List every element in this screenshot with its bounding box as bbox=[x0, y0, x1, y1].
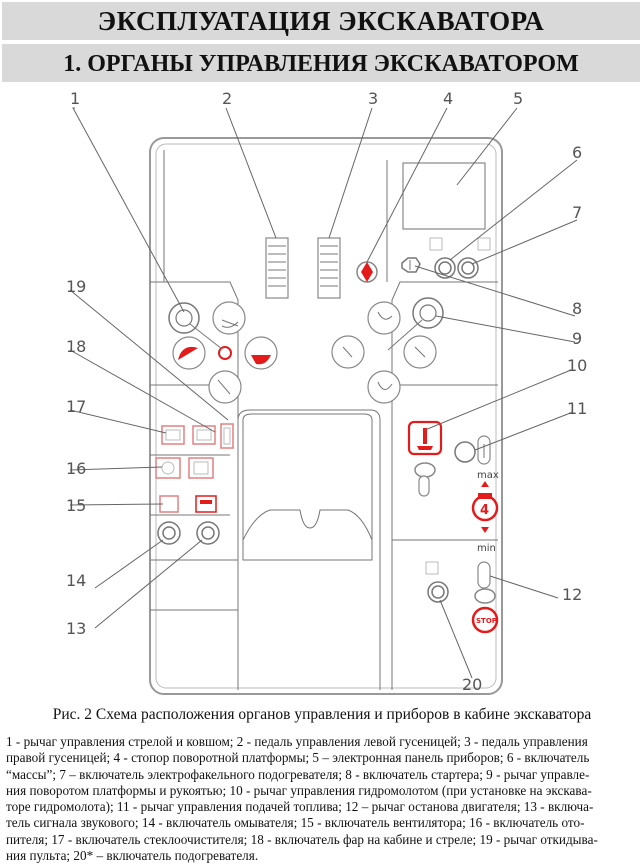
console-tilt-lever[interactable] bbox=[220, 423, 234, 449]
figure-legend: 1 - рычаг управления стрелой и ковшом; 2… bbox=[6, 734, 636, 864]
electronic-display bbox=[402, 162, 486, 230]
legend-line: пителя; 17 - включатель стеклоочистителя… bbox=[6, 831, 598, 847]
callout-3: 3 bbox=[368, 89, 378, 108]
washer-switch[interactable] bbox=[157, 521, 181, 545]
boom-up-icon bbox=[212, 301, 246, 335]
section-title: ЭКСПЛУАТАЦИЯ ЭКСКАВАТОРА bbox=[2, 2, 640, 40]
legend-line: “массы”; 7 – включатель электрофакельног… bbox=[6, 766, 590, 782]
glow-heater-switch[interactable] bbox=[457, 257, 479, 279]
seat-cushion bbox=[242, 509, 373, 561]
callout-4: 4 bbox=[443, 89, 453, 108]
callout-15: 15 bbox=[66, 496, 86, 515]
callout-8: 8 bbox=[572, 299, 582, 318]
cabin-inner-outline bbox=[155, 143, 497, 689]
callout-7: 7 bbox=[572, 203, 582, 222]
callout-lines bbox=[69, 107, 578, 679]
lights-switch[interactable] bbox=[192, 425, 216, 445]
callout-6: 6 bbox=[572, 143, 582, 162]
right-console bbox=[391, 281, 498, 541]
swing-arm-lever[interactable] bbox=[387, 297, 444, 351]
callout-16: 16 bbox=[66, 459, 86, 478]
fuel-lever[interactable] bbox=[454, 435, 491, 465]
svg-text:4: 4 bbox=[480, 503, 489, 518]
mass-switch[interactable] bbox=[434, 257, 456, 279]
callout-20: 20 bbox=[462, 675, 482, 694]
callout-13: 13 bbox=[66, 619, 86, 638]
hammer-lever[interactable] bbox=[407, 420, 443, 497]
left-console bbox=[150, 281, 239, 561]
legend-line: торе гидромолота); 11 - рычаг управления… bbox=[6, 799, 594, 815]
wiper-switch[interactable] bbox=[161, 425, 185, 445]
preheater-sign bbox=[425, 561, 439, 575]
floor-area bbox=[237, 409, 381, 690]
cabin-outline bbox=[149, 137, 503, 695]
legend-line: тель сигнала звукового; 14 - включатель … bbox=[6, 815, 585, 831]
platform-lock[interactable] bbox=[356, 261, 378, 283]
callout-9: 9 bbox=[572, 329, 582, 348]
preheater-switch[interactable] bbox=[427, 581, 449, 603]
callout-14: 14 bbox=[66, 571, 86, 590]
max-label: max bbox=[477, 470, 499, 481]
starter-switch[interactable] bbox=[401, 257, 421, 273]
svg-text:STOP: STOP bbox=[476, 617, 497, 625]
callout-17: 17 bbox=[66, 397, 86, 416]
legend-line: ния пульта; 20* – включатель подогревате… bbox=[6, 848, 259, 864]
callout-2: 2 bbox=[222, 89, 232, 108]
horn-switch[interactable] bbox=[196, 521, 220, 545]
callout-18: 18 bbox=[66, 337, 86, 356]
heater-switch[interactable] bbox=[155, 457, 181, 479]
swing-left-icon bbox=[367, 301, 401, 335]
right-track-pedal[interactable] bbox=[317, 237, 341, 299]
heater-switch-sign bbox=[477, 237, 491, 251]
legend-line: ния поворотом платформы и рукоятью; 10 -… bbox=[6, 782, 592, 798]
boom-bucket-lever[interactable] bbox=[168, 302, 232, 360]
callout-5: 5 bbox=[513, 89, 523, 108]
engine-stop-lever[interactable]: STOP bbox=[471, 561, 499, 634]
left-console-lower bbox=[150, 560, 239, 611]
callout-19: 19 bbox=[66, 277, 86, 296]
mass-switch-sign bbox=[429, 237, 443, 251]
bucket-icon bbox=[244, 336, 278, 370]
control-layout-diagram: max 4 min STOP bbox=[66, 89, 587, 695]
seat-outline bbox=[242, 413, 373, 540]
swing-right-icon bbox=[367, 370, 401, 404]
legend-line: 1 - рычаг управления стрелой и ковшом; 2… bbox=[6, 734, 588, 749]
callout-11: 11 bbox=[567, 399, 587, 418]
min-label: min bbox=[477, 543, 496, 554]
callout-10: 10 bbox=[567, 356, 587, 375]
figure-caption: Рис. 2 Схема расположения органов управл… bbox=[52, 706, 592, 723]
rpm-gauge-icon: 4 bbox=[471, 493, 499, 522]
bucket-curl-icon bbox=[208, 370, 242, 404]
subsection-title: 1. ОРГАНЫ УПРАВЛЕНИЯ ЭКСКАВАТОРОМ bbox=[2, 44, 640, 82]
legend-line: правой гусеницей; 4 - стопор поворотной … bbox=[6, 750, 590, 766]
left-track-pedal[interactable] bbox=[265, 237, 289, 299]
fan-switch[interactable] bbox=[159, 495, 217, 513]
callout-1: 1 bbox=[70, 89, 80, 108]
callout-12: 12 bbox=[562, 585, 582, 604]
heater-switch-2[interactable] bbox=[188, 457, 214, 479]
